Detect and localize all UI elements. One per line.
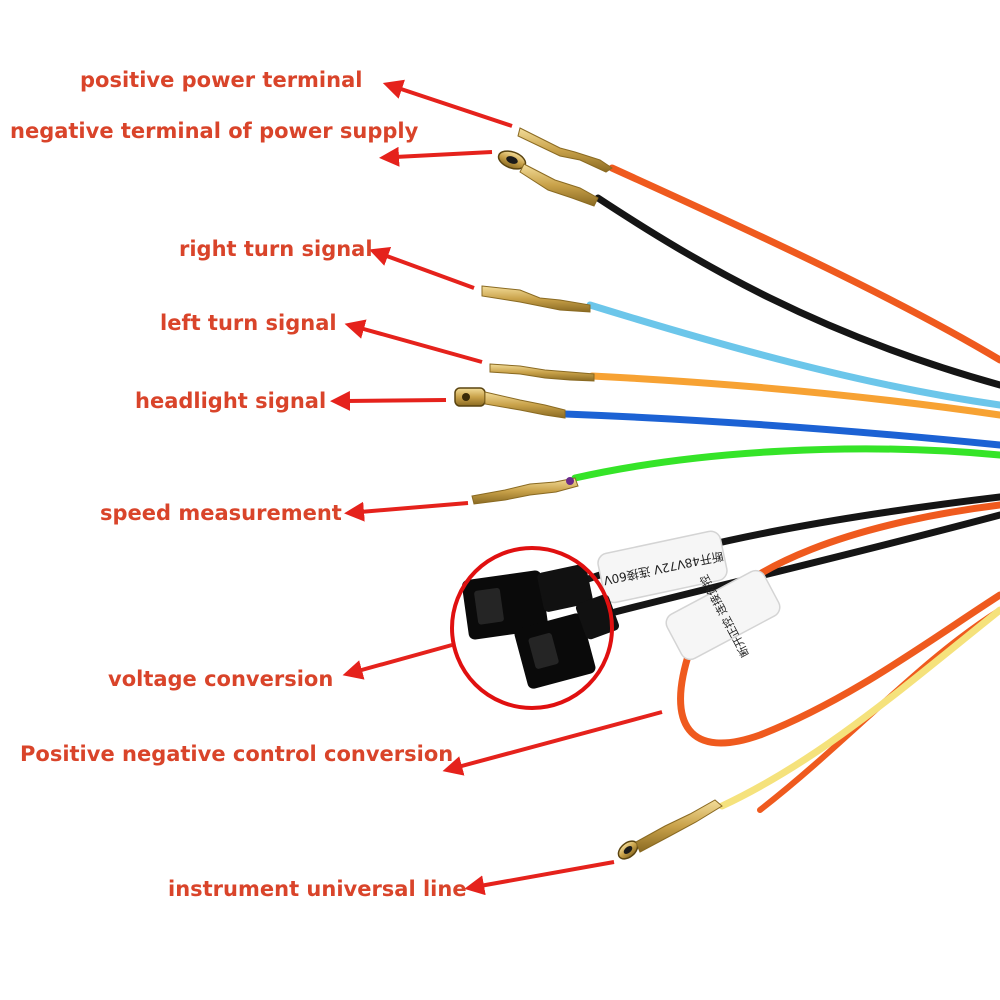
arrow-headlight [330, 390, 447, 411]
spade-terminal-icon [617, 799, 723, 860]
arrow-positive-power [382, 79, 513, 128]
spade-terminal-icon [481, 285, 591, 313]
spade-terminal-icon [489, 363, 595, 382]
spade-terminal-icon [517, 127, 613, 173]
wire-black-lower [611, 511, 1000, 616]
arrow-pn-control [442, 710, 663, 776]
highlight-circle [450, 546, 614, 710]
label-right-turn: right turn signal [179, 237, 373, 261]
label-negative-power: negative terminal of power supply [10, 119, 419, 143]
label-positive-power: positive power terminal [80, 68, 363, 92]
label-instrument: instrument universal line [168, 877, 467, 901]
spade-terminal-icon [454, 387, 566, 419]
voltage-tag-sleeve [597, 530, 728, 604]
wire-amber-left-turn [588, 372, 1000, 419]
plug-connector-icon [514, 594, 620, 689]
arrow-instrument [464, 860, 615, 896]
wire-blue-headlight [561, 410, 1000, 449]
spade-terminal-icon [471, 477, 579, 505]
pn-tag-sleeve [665, 569, 781, 661]
wire-orange-loop [677, 501, 1000, 747]
label-headlight: headlight signal [135, 389, 327, 413]
wire-yellow-instrument [718, 606, 1000, 810]
arrow-left-turn [344, 319, 483, 364]
wire-orange-positive [608, 164, 1000, 364]
label-voltage: voltage conversion [108, 667, 334, 691]
arrow-negative-power [379, 146, 493, 167]
label-pn-control: Positive negative control conversion [20, 742, 454, 766]
arrow-right-turn [368, 246, 475, 290]
label-left-turn: left turn signal [160, 311, 337, 335]
wire-light-blue-right-turn [586, 301, 1000, 409]
plug-connector-icon [461, 564, 593, 640]
wire-green-speed [571, 445, 1000, 482]
arrow-voltage [342, 643, 453, 680]
spade-terminal-icon [497, 150, 599, 207]
arrow-speed [344, 501, 469, 522]
label-speed: speed measurement [100, 501, 342, 525]
wire-black-negative [594, 194, 1000, 389]
